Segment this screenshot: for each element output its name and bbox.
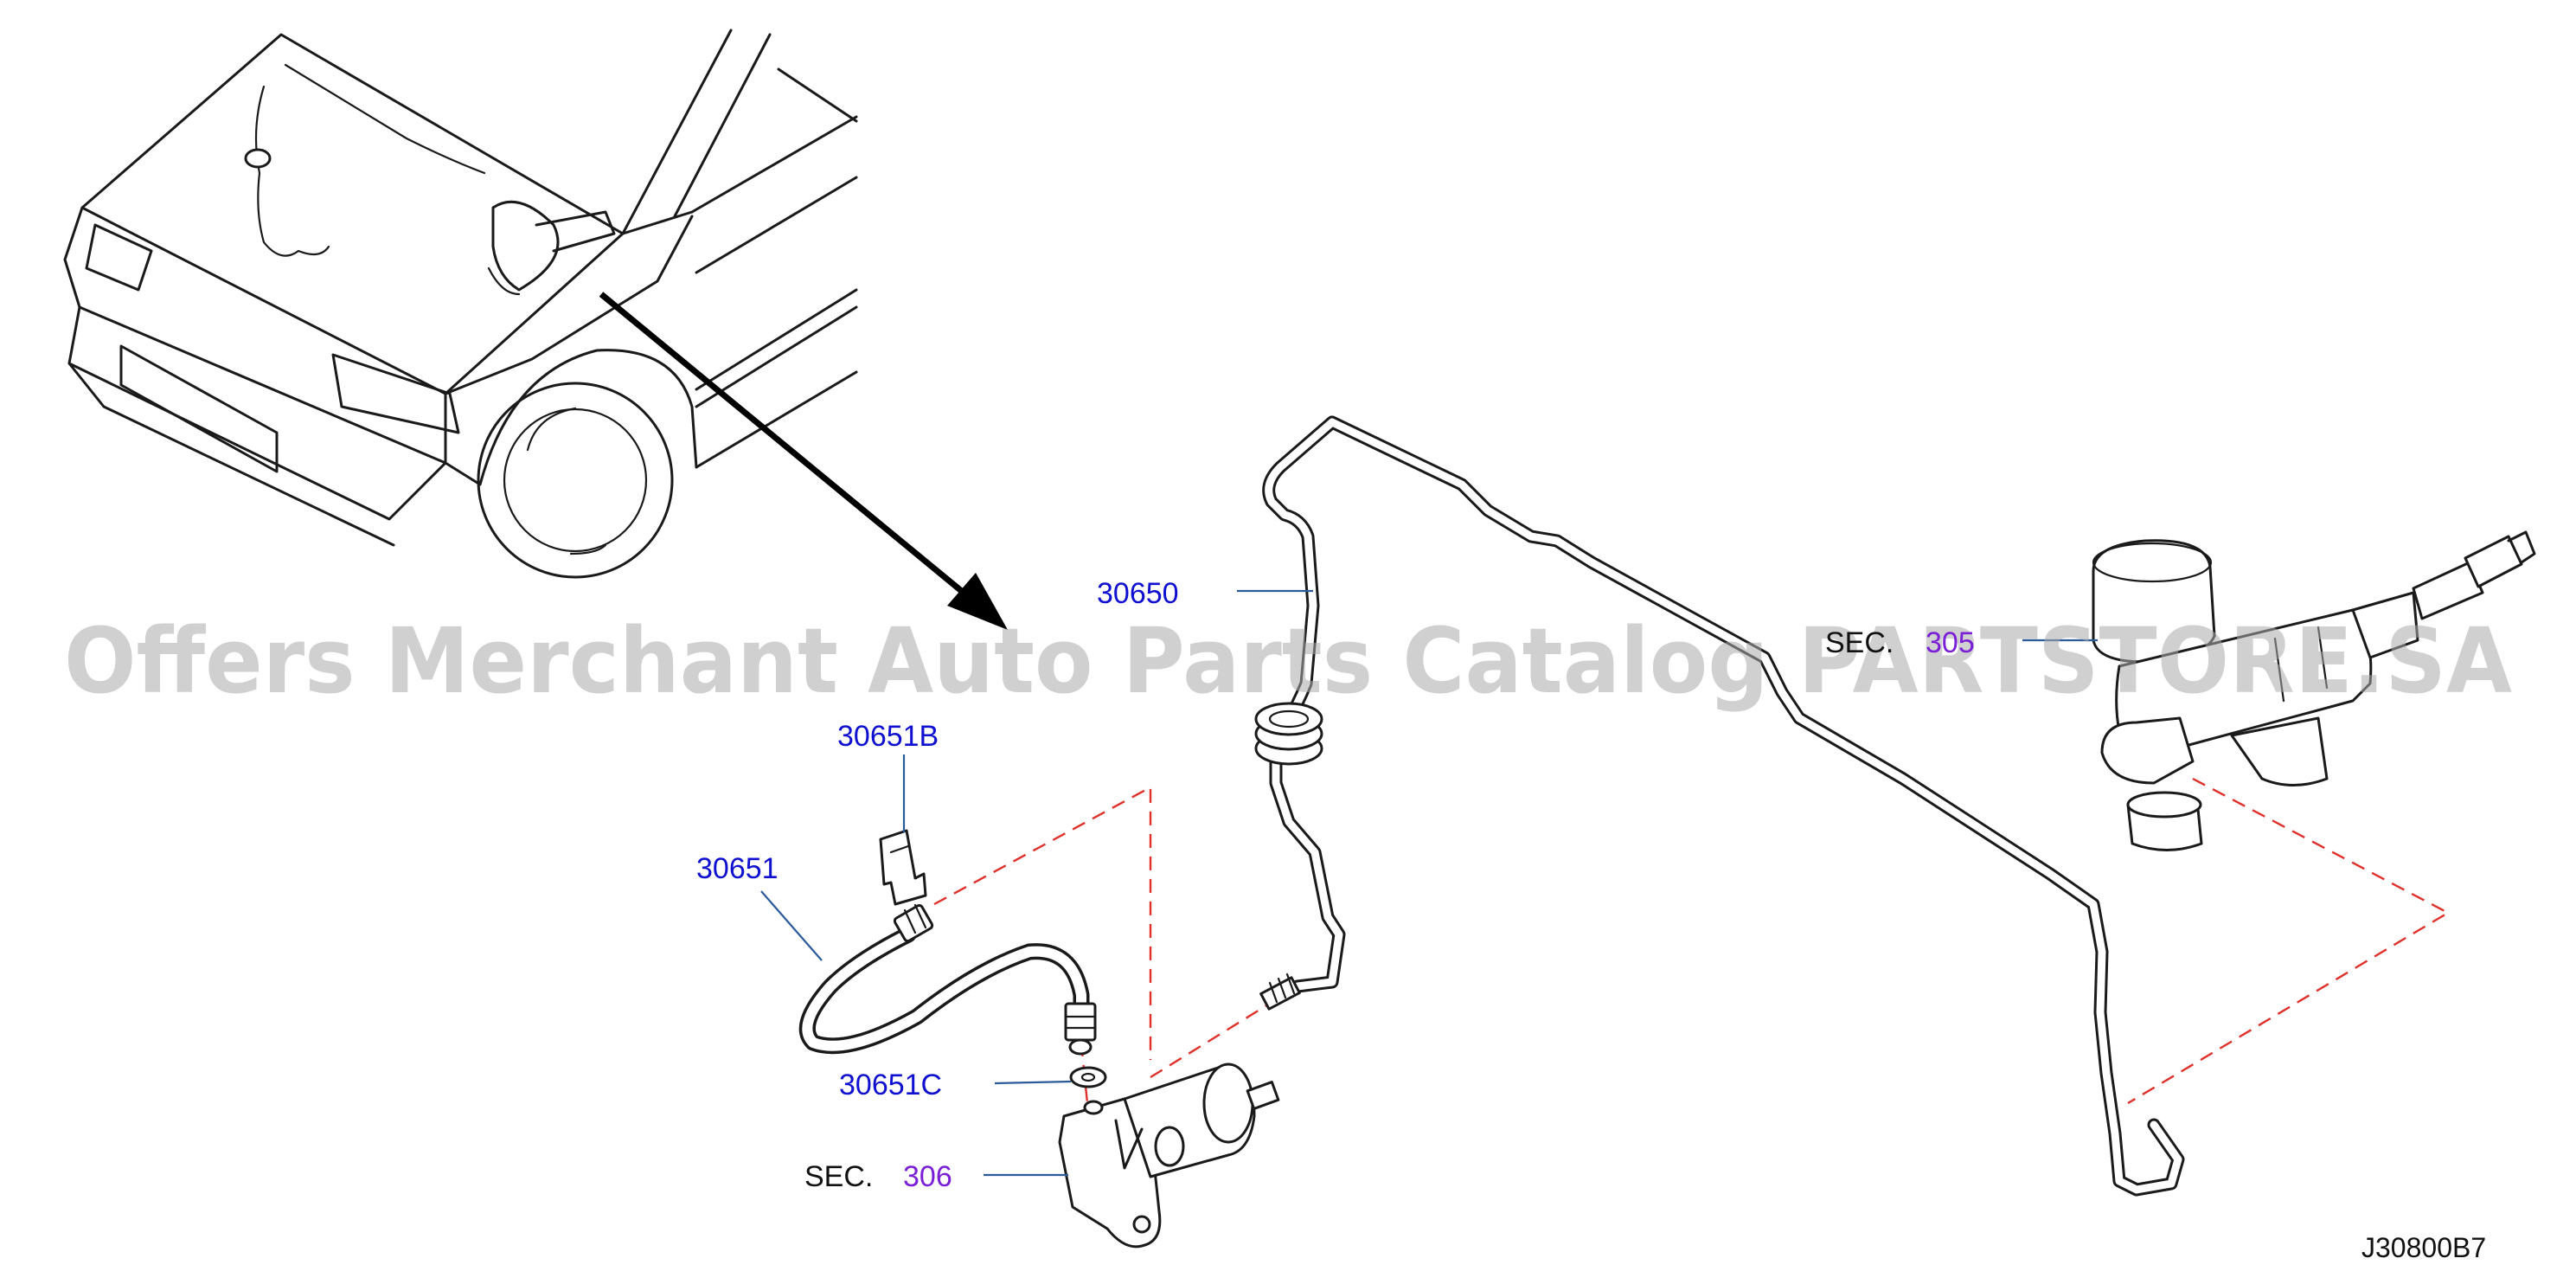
clutch-hose: [798, 903, 1097, 1056]
part-labels: 30650 30651B 30651 30651C SEC. 306 SEC. …: [696, 577, 2486, 1263]
operating-cylinder: [1058, 1063, 1280, 1249]
part-label-30651[interactable]: 30651: [696, 852, 779, 885]
leader-lines: [760, 589, 2098, 1177]
watermark-text: Offers Merchant Auto Parts Catalog PARTS…: [64, 608, 2512, 714]
section-prefix-305: SEC.: [1825, 626, 1894, 659]
section-prefix-306: SEC.: [804, 1160, 873, 1193]
section-ref-306[interactable]: 306: [903, 1160, 952, 1193]
part-label-30651b[interactable]: 30651B: [837, 720, 939, 753]
diagram-code: J30800B7: [2361, 1232, 2486, 1263]
copper-washer: [1069, 1066, 1107, 1088]
dashed-guides: [933, 777, 2451, 1113]
clip: [879, 829, 927, 906]
master-cylinder: [2092, 530, 2536, 851]
vehicle-overview: [63, 29, 1008, 630]
clutch-pipe: [1254, 415, 2185, 1197]
part-label-30650[interactable]: 30650: [1097, 577, 1179, 610]
section-ref-305[interactable]: 305: [1926, 626, 1975, 659]
part-label-30651c[interactable]: 30651C: [839, 1069, 942, 1101]
